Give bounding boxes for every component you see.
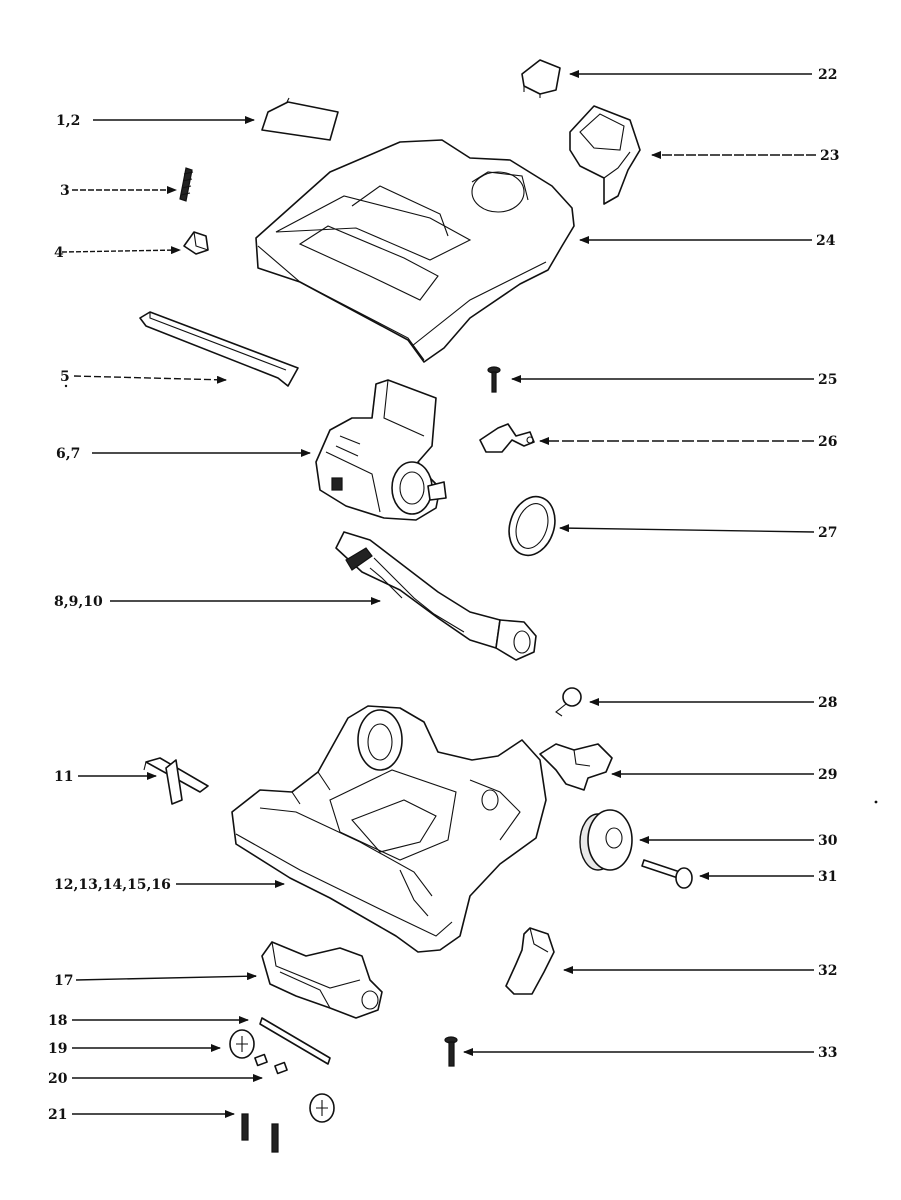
leader-27 bbox=[559, 524, 815, 533]
part-12-16-base-assembly bbox=[231, 705, 547, 953]
part-20-small-blocks bbox=[254, 1053, 288, 1075]
part-23-handle-bracket bbox=[569, 105, 641, 205]
part-22-latch bbox=[521, 59, 561, 98]
part-4-clip bbox=[183, 231, 209, 255]
part-5-bumper-strip bbox=[139, 311, 299, 387]
callout-19: 19 bbox=[48, 1041, 67, 1057]
callout-labels: 1,2 3 4 5 6,7 8,9,10 11 12,13,14,15,16 1… bbox=[48, 67, 839, 1123]
callout-32: 32 bbox=[818, 963, 837, 979]
part-11-cross-bracket bbox=[143, 757, 209, 805]
callout-3: 3 bbox=[60, 183, 70, 199]
part-17-nozzle-housing bbox=[261, 941, 383, 1019]
callout-27: 27 bbox=[818, 525, 837, 541]
callout-12-16: 12,13,14,15,16 bbox=[54, 877, 171, 893]
callout-21: 21 bbox=[48, 1107, 67, 1123]
part-26-strap-clamp bbox=[479, 423, 535, 453]
part-28-pin bbox=[555, 687, 582, 717]
callout-22: 22 bbox=[818, 67, 837, 83]
part-18-rod bbox=[259, 1017, 331, 1065]
callout-1-2: 1,2 bbox=[56, 113, 80, 129]
callout-5: 5 bbox=[60, 369, 70, 385]
callout-30: 30 bbox=[818, 833, 838, 849]
part-32-pedal bbox=[505, 927, 555, 995]
callout-17: 17 bbox=[54, 973, 73, 989]
part-25-screw bbox=[487, 366, 501, 393]
callout-24: 24 bbox=[816, 233, 836, 249]
callout-6-7: 6,7 bbox=[56, 446, 80, 462]
part-3-spring bbox=[179, 167, 194, 202]
callout-11: 11 bbox=[54, 769, 73, 785]
part-30-rear-wheel bbox=[579, 809, 633, 871]
leader-5 bbox=[73, 375, 227, 384]
leader-17 bbox=[75, 972, 257, 981]
part-1-2-filter-plate bbox=[261, 97, 339, 141]
part-8-9-10-brushroll bbox=[335, 531, 537, 661]
part-19-small-wheels bbox=[229, 1029, 335, 1123]
part-29-wheel-bracket bbox=[539, 743, 613, 791]
part-27-belt bbox=[508, 495, 556, 557]
part-24-hood bbox=[255, 139, 575, 363]
part-21-screws bbox=[241, 1113, 279, 1153]
scan-speck bbox=[874, 800, 878, 804]
part-6-7-motor bbox=[315, 379, 447, 521]
part-33-screw bbox=[444, 1036, 458, 1067]
callout-33: 33 bbox=[818, 1045, 837, 1061]
scan-speck bbox=[64, 384, 68, 388]
part-31-axle bbox=[641, 859, 693, 889]
callout-25: 25 bbox=[818, 372, 837, 388]
callout-4: 4 bbox=[54, 245, 64, 261]
callout-29: 29 bbox=[818, 767, 837, 783]
callout-20: 20 bbox=[48, 1071, 68, 1087]
leader-lines bbox=[61, 70, 816, 1118]
callout-8-10: 8,9,10 bbox=[54, 594, 103, 610]
callout-26: 26 bbox=[818, 434, 837, 450]
callout-23: 23 bbox=[820, 148, 839, 164]
callout-31: 31 bbox=[818, 869, 837, 885]
leader-4 bbox=[61, 246, 181, 255]
callout-18: 18 bbox=[48, 1013, 67, 1029]
callout-28: 28 bbox=[818, 695, 837, 711]
